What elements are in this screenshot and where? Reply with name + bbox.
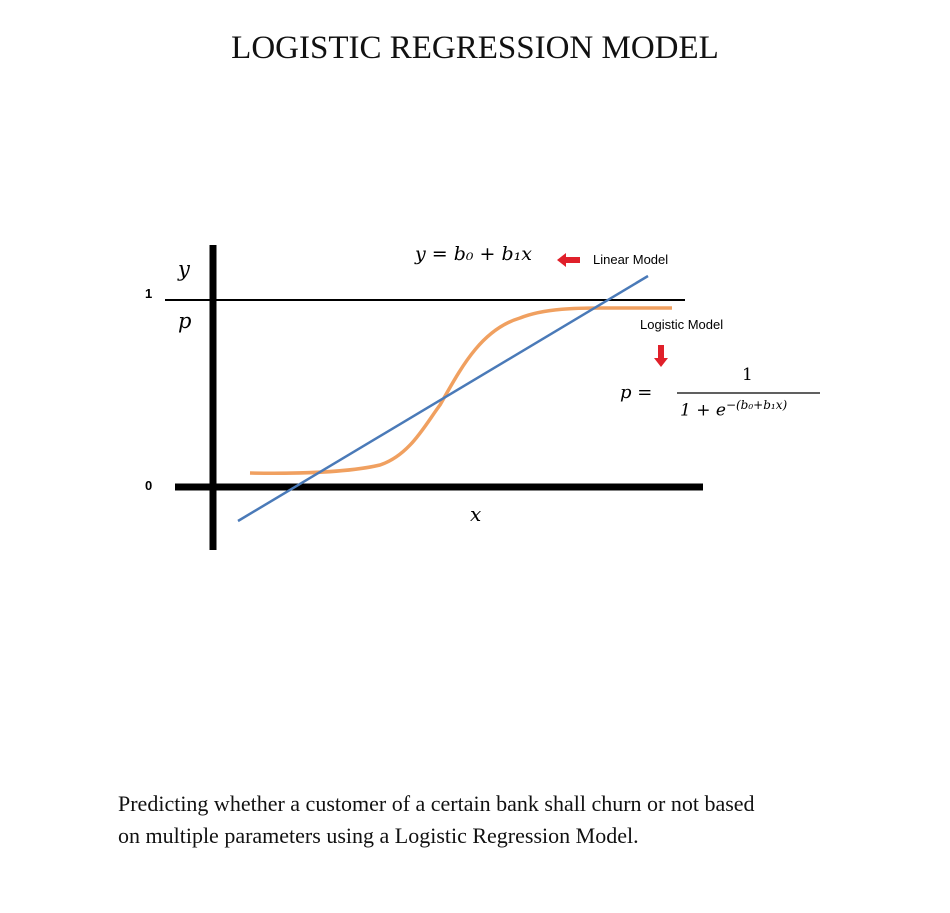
linear-model-label: Linear Model [593, 252, 669, 267]
logistic-lhs: p = [620, 382, 653, 403]
tick-one: 1 [145, 286, 153, 301]
p-label: p [178, 309, 192, 333]
linear-line [237, 274, 649, 523]
linear-formula: y = b₀ + b₁x [415, 243, 533, 265]
caption: Predicting whether a customer of a certa… [118, 788, 755, 852]
down-arrow-icon [654, 345, 668, 367]
tick-zero: 0 [145, 478, 153, 493]
y-label: y [178, 257, 190, 281]
denominator-base: 1 + e [680, 400, 726, 421]
logistic-model-label: Logistic Model [640, 317, 724, 332]
caption-line-2: on multiple parameters using a Logistic … [118, 823, 639, 848]
logistic-numerator: 1 [742, 365, 753, 385]
denominator-exponent: −(b₀+b₁x) [725, 398, 788, 412]
logistic-denominator: 1 + e−(b₀+b₁x) [680, 398, 787, 421]
x-label: x [470, 502, 482, 526]
page-title: LOGISTIC REGRESSION MODEL [231, 30, 719, 66]
logistic-curve [249, 306, 672, 475]
caption-line-1: Predicting whether a customer of a certa… [118, 791, 755, 816]
left-arrow-icon [557, 253, 580, 267]
